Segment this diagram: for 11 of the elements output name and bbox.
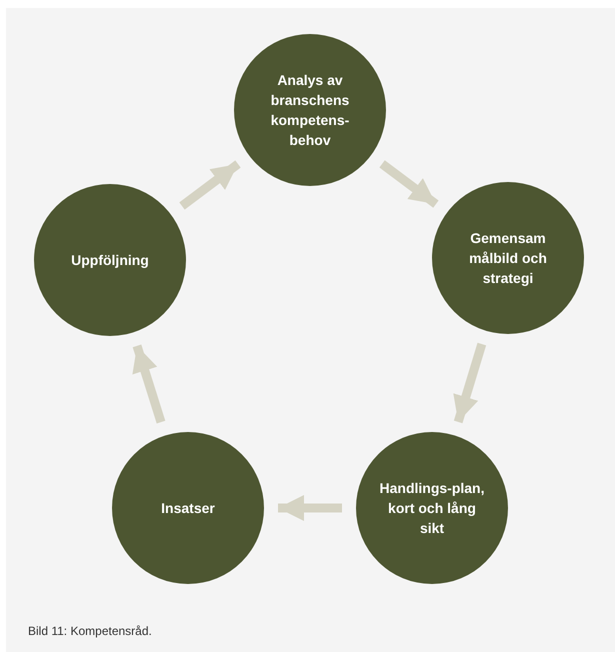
step-label: Handlings-plan, kort och lång sikt xyxy=(378,479,486,538)
arrow xyxy=(278,495,342,521)
step-label: Insatser xyxy=(161,499,215,518)
arrow xyxy=(379,160,439,208)
arrow xyxy=(132,344,166,424)
arrow xyxy=(453,342,486,424)
caption: Bild 11: Kompetensråd. xyxy=(28,623,152,640)
arrow xyxy=(179,160,241,210)
step-label: Uppföljning xyxy=(71,251,149,270)
step-label: Gemensam målbild och strategi xyxy=(468,229,548,288)
step-label: Analys av branschens kompetens-behov xyxy=(270,71,350,150)
